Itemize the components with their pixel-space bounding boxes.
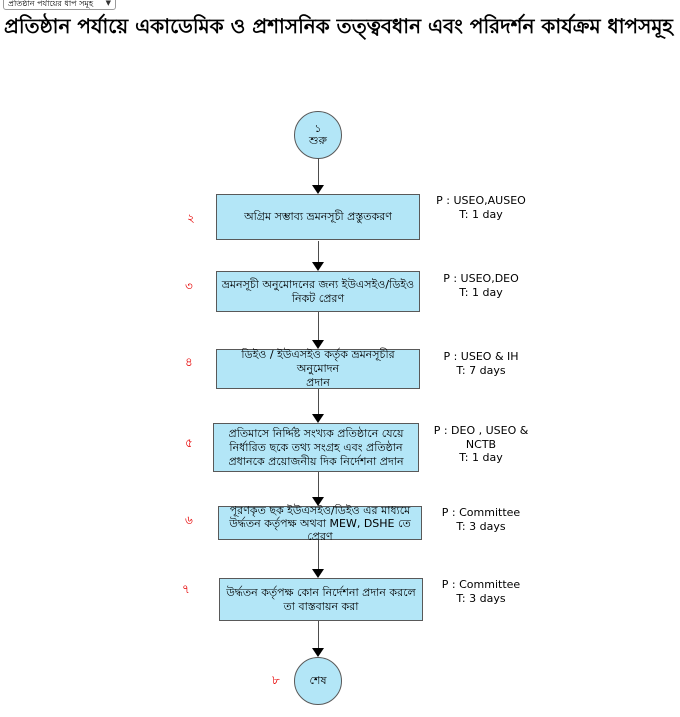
- step-number-5: ৫: [185, 436, 193, 450]
- flow-box-text: উর্দ্ধতন কর্তৃপক্ষ কোন নির্দেশনা প্রদান …: [226, 585, 416, 599]
- flow-box-text: উর্দ্ধতন কর্তৃপক্ষ অথবা MEW, DSHE তে প্র…: [229, 516, 411, 543]
- page-title: প্রতিষ্ঠান পর্যায়ে একাডেমিক ও প্রশাসনিক…: [4, 14, 673, 38]
- flow-line: [318, 158, 319, 187]
- step-number-6: ৬: [185, 513, 193, 527]
- flow-box-text: প্রতিমাসে নির্দ্দিষ্ট সংখ্যক প্রতিষ্ঠানে…: [228, 426, 404, 440]
- flow-line: [318, 389, 319, 414]
- flow-line: [318, 312, 319, 340]
- step-number-2: ২: [187, 211, 195, 225]
- flow-box-step-5: প্রতিমাসে নির্দ্দিষ্ট সংখ্যক প্রতিষ্ঠানে…: [213, 423, 419, 472]
- flow-box-text: প্রদান: [306, 376, 330, 389]
- flow-arrow-icon: [312, 185, 324, 194]
- step-number-3: ৩: [185, 279, 193, 293]
- annotation-step-6: P : Committee T: 3 days: [424, 506, 538, 533]
- dropdown-arrow-icon: ▼: [105, 0, 111, 7]
- step-number-7: ৭: [182, 582, 190, 596]
- flow-box-step-2: অগ্রিম সম্ভাব্য ভ্রমনসূচী প্রস্তুতকরণ: [216, 194, 420, 240]
- annotation-line: NCTB: [465, 437, 497, 451]
- flow-arrow-icon: [312, 569, 324, 578]
- start-node-label: শুরু: [309, 134, 327, 147]
- flow-box-step-6: পূরণকৃত ছক ইউএসইও/ডিইও এর মাধ্যমে উর্দ্ধ…: [218, 503, 422, 543]
- start-node-number: ১: [314, 122, 322, 135]
- annotation-step-3: P : USEO,DEO T: 1 day: [424, 272, 538, 299]
- annotation-line: P : DEO , USEO &: [433, 424, 529, 437]
- annotation-step-4: P : USEO & IH T: 7 days: [424, 350, 538, 377]
- steps-select-value: প্রতিষ্ঠান পর্যায়ের ধাপ সমূহ: [8, 0, 94, 8]
- steps-select-dropdown[interactable]: প্রতিষ্ঠান পর্যায়ের ধাপ সমূহ ▼: [3, 0, 116, 10]
- flow-box-text: তা বাস্তবায়ন করা: [283, 599, 359, 613]
- annotation-line: T: 1 day: [459, 285, 503, 299]
- flow-end-node: শেষ: [294, 657, 342, 705]
- annotation-line: T: 1 day: [459, 451, 503, 464]
- flow-box-step-4: ডিইও / ইউএসইও কর্তৃক ভ্রমনসূচীর অনুমোদন …: [216, 348, 420, 389]
- end-node-label: শেষ: [309, 674, 327, 687]
- annotation-line: P : USEO & IH: [443, 350, 519, 363]
- flow-line: [318, 241, 319, 263]
- flow-line: [318, 472, 319, 497]
- flow-line: [318, 540, 319, 569]
- step-number-4: ৪: [185, 355, 193, 369]
- flow-box-text: ভ্রমনসূচী অনুমোদনের জন্য ইউএসইও/ডিইও: [221, 277, 415, 291]
- flow-start-node: ১ শুরু: [294, 111, 342, 159]
- flow-box-text: নির্ধারিত ছকে তথ্য সংগ্রহ এবং প্রতিষ্ঠান: [229, 440, 403, 454]
- flow-arrow-icon: [312, 340, 324, 349]
- annotation-line: T: 1 day: [459, 207, 503, 221]
- annotation-line: P : Committee: [441, 578, 521, 591]
- flow-box-text: পূরণকৃত ছক ইউএসইও/ডিইও এর মাধ্যমে: [229, 503, 411, 517]
- flow-arrow-icon: [312, 497, 324, 506]
- annotation-line: T: 7 days: [456, 363, 506, 377]
- flow-box-step-3: ভ্রমনসূচী অনুমোদনের জন্য ইউএসইও/ডিইও নিক…: [216, 271, 420, 312]
- annotation-line: P : USEO,DEO: [443, 272, 519, 285]
- annotation-line: P : Committee: [441, 506, 521, 519]
- flow-box-text: ডিইও / ইউএসইও কর্তৃক ভ্রমনসূচীর অনুমোদন: [241, 348, 395, 375]
- flow-arrow-icon: [312, 262, 324, 271]
- annotation-line: T: 3 days: [456, 591, 506, 605]
- flow-line: [318, 621, 319, 648]
- flow-box-text: প্রধানকে প্রয়োজনীয় দিক নির্দেশনা প্রদা…: [228, 454, 404, 468]
- step-number-8: ৮: [272, 673, 280, 687]
- annotation-step-2: P : USEO,AUSEO T: 1 day: [424, 194, 538, 221]
- flow-box-text: অগ্রিম সম্ভাব্য ভ্রমনসূচী প্রস্তুতকরণ: [244, 210, 392, 223]
- annotation-step-7: P : Committee T: 3 days: [424, 578, 538, 605]
- flow-arrow-icon: [312, 414, 324, 423]
- annotation-line: T: 3 days: [456, 519, 506, 533]
- annotation-line: P : USEO,AUSEO: [436, 194, 526, 207]
- flow-arrow-icon: [312, 648, 324, 657]
- flow-box-step-7: উর্দ্ধতন কর্তৃপক্ষ কোন নির্দেশনা প্রদান …: [219, 578, 423, 621]
- annotation-step-5: P : DEO , USEO & NCTB T: 1 day: [424, 424, 538, 465]
- flow-box-text: নিকট প্রেরণ: [291, 291, 345, 305]
